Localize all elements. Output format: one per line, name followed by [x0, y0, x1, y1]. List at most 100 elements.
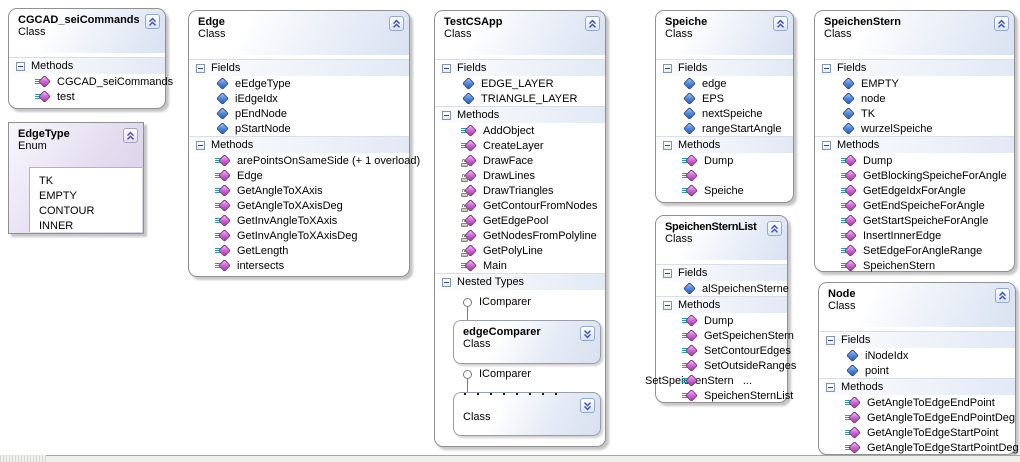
member-row[interactable]: GetPolyLine [435, 243, 605, 258]
box-header[interactable]: SpeichenSternList Class [656, 216, 787, 260]
class-box-node[interactable]: Node Class Fields iNodeIdx point Methods… [818, 282, 1019, 455]
collapse-button[interactable] [145, 14, 160, 29]
collapse-button[interactable] [995, 288, 1010, 303]
member-row[interactable]: CreateLayer [435, 138, 605, 153]
class-box-cgcad-seicommands[interactable]: CGCAD_seiCommands Class Methods CGCAD_se… [8, 8, 173, 109]
member-row[interactable]: GetAngleToXAxis [189, 183, 409, 198]
collapse-minus-icon[interactable] [826, 382, 835, 392]
member-row[interactable]: GetAngleToEdgeStartPointDeg [819, 440, 1019, 455]
member-row[interactable]: GetSpeichenStern [656, 328, 794, 343]
enum-box-edgetype[interactable]: EdgeType Enum TK EMPTY CONTOUR INNER [8, 122, 144, 234]
member-row[interactable]: edge [656, 76, 793, 91]
member-row[interactable]: GetContourFromNodes [435, 198, 605, 213]
collapse-button[interactable] [994, 16, 1009, 31]
class-box-speichenstern[interactable]: SpeichenStern Class Fields EMPTY node TK… [814, 10, 1015, 272]
collapse-button[interactable] [767, 221, 782, 236]
box-header[interactable]: TestCSApp Class [435, 11, 605, 55]
member-row[interactable]: GetLength [189, 243, 409, 258]
member-row[interactable]: DrawFace [435, 153, 605, 168]
member-row[interactable]: Dump [656, 153, 793, 168]
section-header-fields[interactable]: Fields [656, 264, 787, 281]
collapse-minus-icon[interactable] [196, 63, 205, 73]
collapse-button[interactable] [123, 128, 138, 143]
member-row[interactable]: GetEndSpeicheForAngle [815, 198, 1014, 213]
member-row[interactable]: EDGE_LAYER [435, 76, 605, 91]
section-header-methods[interactable]: Methods [9, 57, 165, 74]
class-box-testcsapp[interactable]: TestCSApp Class Fields EDGE_LAYER TRIANG… [434, 10, 606, 447]
expand-button[interactable] [580, 326, 595, 341]
collapse-minus-icon[interactable] [442, 63, 451, 73]
member-row[interactable]: Speiche [656, 183, 793, 198]
section-header-methods[interactable]: Methods [656, 296, 787, 313]
section-header-fields[interactable]: Fields [819, 331, 1015, 348]
member-row[interactable] [656, 168, 793, 183]
member-row[interactable]: GetNodesFromPolyline [435, 228, 605, 243]
member-row[interactable]: SetSpeichenStern ... [645, 373, 787, 388]
member-row[interactable]: TRIANGLE_LAYER [435, 91, 605, 106]
section-header-methods[interactable]: Methods [815, 136, 1014, 153]
box-header[interactable]: EdgeType Enum [9, 123, 143, 167]
member-row[interactable]: Edge [189, 168, 409, 183]
member-row[interactable]: GetInvAngleToXAxisDeg [189, 228, 409, 243]
member-row[interactable]: SpeichenSternList [656, 388, 793, 403]
class-box-speichensternlist[interactable]: SpeichenSternList Class Fields alSpeiche… [645, 215, 796, 403]
member-row[interactable]: arePointsOnSameSide (+ 1 overload) [189, 153, 420, 168]
member-row[interactable]: test [9, 89, 165, 104]
section-header-nested-types[interactable]: Nested Types [435, 273, 605, 290]
collapse-minus-icon[interactable] [663, 300, 672, 310]
member-row[interactable]: DrawLines [435, 168, 605, 183]
member-row[interactable]: point [819, 363, 1015, 378]
enum-member[interactable]: EMPTY [39, 188, 142, 203]
box-header[interactable]: SpeichenStern Class [815, 11, 1014, 55]
member-row[interactable]: SetOutsideRanges [656, 358, 796, 373]
collapse-button[interactable] [585, 16, 600, 31]
member-row[interactable]: GetEdgeIdxForAngle [815, 183, 1014, 198]
section-header-fields[interactable]: Fields [815, 59, 1014, 76]
section-header-methods[interactable]: Methods [435, 106, 605, 123]
member-row[interactable]: GetBlockingSpeicheForAngle [815, 168, 1014, 183]
member-row[interactable]: AddObject [435, 123, 605, 138]
member-row[interactable]: nextSpeiche [656, 106, 793, 121]
member-row[interactable]: CGCAD_seiCommands [9, 74, 173, 89]
section-header-fields[interactable]: Fields [656, 59, 793, 76]
collapse-minus-icon[interactable] [822, 63, 831, 73]
member-row[interactable]: wurzelSpeiche [815, 121, 1014, 136]
enum-member[interactable]: INNER [39, 218, 142, 233]
member-row[interactable]: Dump [656, 313, 787, 328]
collapse-minus-icon[interactable] [826, 335, 835, 345]
member-row[interactable]: GetAngleToXAxisDeg [189, 198, 409, 213]
member-row[interactable]: GetAngleToEdgeStartPoint [819, 425, 1015, 440]
member-row[interactable]: SpeichenStern [815, 258, 1014, 273]
collapse-button[interactable] [389, 16, 404, 31]
collapse-button[interactable] [773, 16, 788, 31]
section-header-methods[interactable]: Methods [189, 136, 409, 153]
collapse-minus-icon[interactable] [822, 140, 831, 150]
member-row[interactable]: pStartNode [189, 121, 409, 136]
nested-class-box-clipped[interactable]: Class [453, 392, 601, 436]
nested-class-box-edgecomparer[interactable]: edgeComparer Class [453, 320, 601, 364]
section-header-fields[interactable]: Fields [435, 59, 605, 76]
collapse-minus-icon[interactable] [663, 268, 672, 278]
class-box-speiche[interactable]: Speiche Class Fields edge EPS nextSpeich… [655, 10, 794, 203]
collapse-minus-icon[interactable] [16, 61, 25, 71]
enum-member[interactable]: TK [39, 173, 142, 188]
box-header[interactable]: Node Class [819, 283, 1015, 327]
expand-button[interactable] [580, 398, 595, 413]
member-row[interactable]: Main [435, 258, 605, 273]
member-row[interactable]: TK [815, 106, 1014, 121]
enum-member[interactable]: CONTOUR [39, 203, 142, 218]
member-row[interactable]: InsertInnerEdge [815, 228, 1014, 243]
member-row[interactable]: rangeStartAngle [656, 121, 793, 136]
member-row[interactable]: GetInvAngleToXAxis [189, 213, 409, 228]
member-row[interactable]: iNodeIdx [819, 348, 1015, 363]
member-row[interactable]: iEdgeIdx [189, 91, 409, 106]
box-header[interactable]: CGCAD_seiCommands Class [9, 9, 165, 53]
collapse-minus-icon[interactable] [663, 140, 672, 150]
member-row[interactable]: intersects [189, 258, 409, 273]
collapse-minus-icon[interactable] [442, 110, 451, 120]
member-row[interactable]: eEdgeType [189, 76, 409, 91]
section-header-fields[interactable]: Fields [189, 59, 409, 76]
member-row[interactable]: SetEdgeForAngleRange [815, 243, 1014, 258]
section-header-methods[interactable]: Methods [819, 378, 1015, 395]
member-row[interactable]: EMPTY [815, 76, 1014, 91]
